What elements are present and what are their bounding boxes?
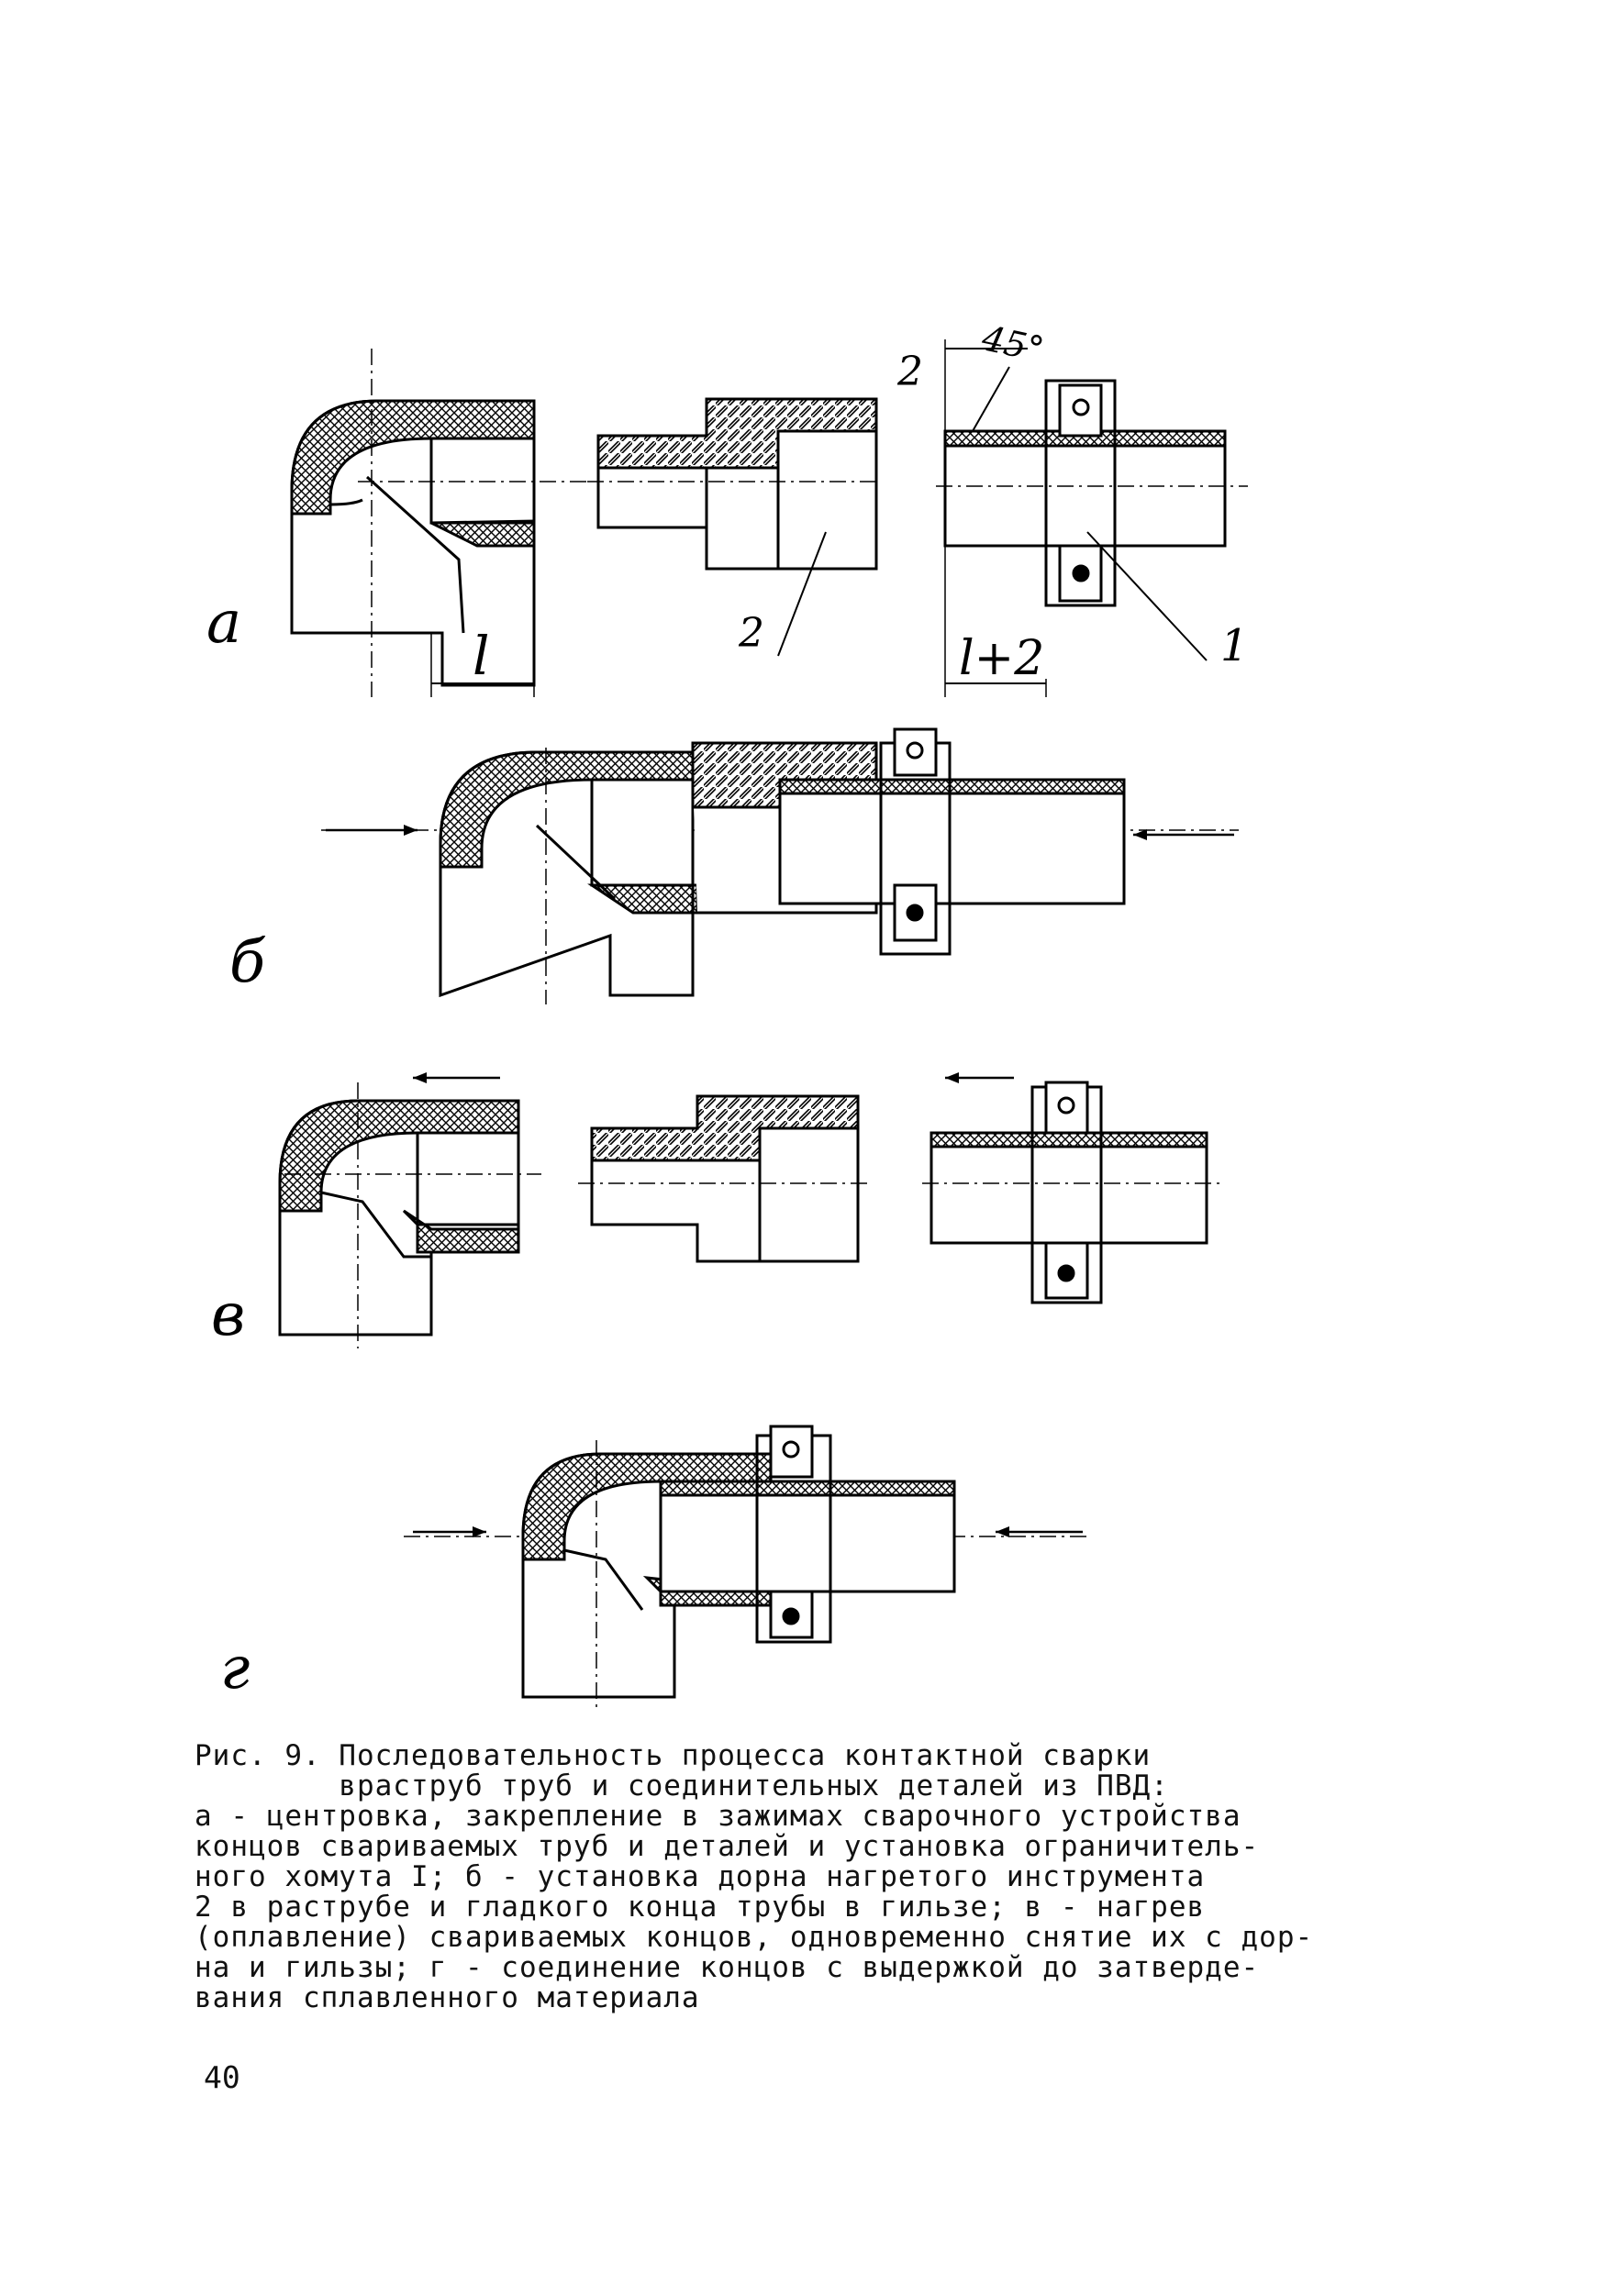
caption-line: вания сплавленного материала xyxy=(195,1981,700,2014)
stage-v-heating-tool xyxy=(578,1094,867,1263)
angle-label-45: 45° xyxy=(978,317,1048,370)
stage-a-pipe-with-clamp xyxy=(936,339,1248,697)
stage-label-b: б xyxy=(229,928,266,996)
direction-arrows xyxy=(404,825,1147,1537)
page-number: 40 xyxy=(204,2059,240,2095)
caption-line: ного хомута I; б - установка дорна нагре… xyxy=(195,1860,1206,1893)
caption-line: враструб труб и соединительных деталей и… xyxy=(195,1769,1169,1802)
caption-line: (оплавление) свариваемых концов, одновре… xyxy=(195,1921,1314,1954)
dimension-label-l: l xyxy=(473,625,490,687)
caption-line: Рис. 9. Последовательность процесса конт… xyxy=(195,1739,1152,1772)
stage-b-assembly xyxy=(321,727,1239,1004)
stage-v-pipe-with-clamp xyxy=(922,1076,1225,1304)
figure-caption: Рис. 9. Последовательность процесса конт… xyxy=(195,1741,1351,2013)
part-label-1: 1 xyxy=(1220,620,1249,671)
part-label-2: 2 xyxy=(738,610,764,657)
stage-label-g: г xyxy=(220,1635,250,1703)
stage-label-a: а xyxy=(206,589,241,657)
caption-line: 2 в раструбе и гладкого конца трубы в ги… xyxy=(195,1891,1206,1924)
dimension-label-2: 2 xyxy=(896,349,923,395)
caption-line: концов свариваемых труб и деталей и уста… xyxy=(195,1830,1260,1863)
stage-g-joint xyxy=(404,1425,1092,1711)
caption-line: на и гильзы; г - соединение концов с выд… xyxy=(195,1951,1260,1984)
stage-a-heating-tool xyxy=(587,397,881,657)
stage-a-elbow xyxy=(290,349,587,697)
stage-label-v: в xyxy=(211,1281,245,1349)
dimension-label-l-plus-2: l+2 xyxy=(959,631,1044,686)
caption-line: а - центровка, закрепление в зажимах сва… xyxy=(195,1800,1241,1833)
stage-v-elbow xyxy=(278,1076,541,1348)
